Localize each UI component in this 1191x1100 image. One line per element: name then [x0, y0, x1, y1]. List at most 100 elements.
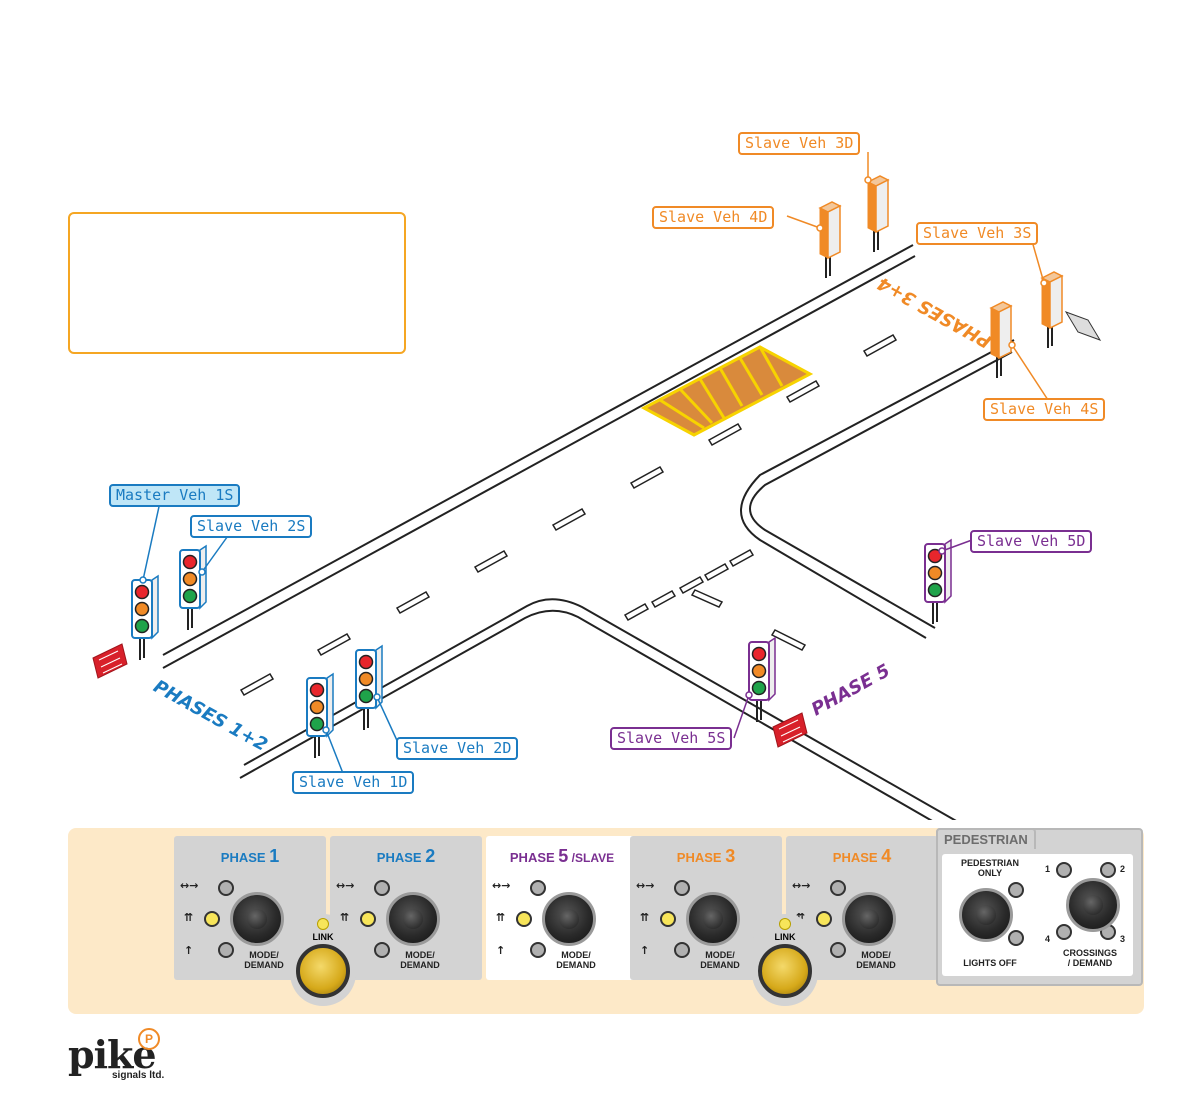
- mode-led-2: [516, 911, 532, 927]
- signal-lamp: [358, 671, 374, 687]
- both-ways-arrow-icon: ↔→: [792, 879, 811, 892]
- label-slave-veh-1d: Slave Veh 1D: [292, 771, 415, 794]
- mode-led-3: [374, 942, 390, 958]
- double-up-arrow-icon: ⇈: [496, 911, 506, 924]
- crossing-2-number: 2: [1120, 864, 1126, 874]
- both-ways-arrow-icon: ↔→: [336, 879, 355, 892]
- signal-slave-1d: [306, 672, 334, 758]
- signal-lamp: [182, 571, 198, 587]
- pike-logo: pike P signals ltd.: [68, 1028, 164, 1081]
- crossings-knob[interactable]: [1066, 878, 1120, 932]
- signal-slave-5d: [924, 538, 952, 624]
- phase-title-prefix: PHASE: [509, 850, 559, 865]
- label-slave-veh-2d: Slave Veh 2D: [396, 737, 519, 760]
- signal-lamp: [309, 716, 325, 732]
- up-arrow-icon: ↑: [496, 944, 506, 957]
- signal-lamp: [182, 554, 198, 570]
- pedestrian-knob[interactable]: [959, 888, 1013, 942]
- pedestrian-only-label: PEDESTRIAN ONLY: [960, 858, 1019, 878]
- label-slave-veh-3d: Slave Veh 3D: [738, 132, 861, 155]
- up-arrow-icon: ↑: [640, 944, 650, 957]
- phase-title-prefix: PHASE: [376, 850, 426, 865]
- mode-demand-label: MODE/ DEMAND: [244, 950, 284, 970]
- link-button-2[interactable]: [758, 944, 812, 998]
- mode-led-2: [204, 911, 220, 927]
- label-slave-veh-5d: Slave Veh 5D: [970, 530, 1093, 553]
- phase-5-panel: PHASE 5 /SLAVE↔→⇈↑MODE/ DEMAND: [486, 836, 638, 980]
- signal-lamp: [309, 682, 325, 698]
- crossing-4-number: 4: [1045, 934, 1051, 944]
- pedestrian-tab: PEDESTRIAN: [936, 828, 1036, 849]
- detector-4s: [989, 301, 1013, 378]
- link-button-1[interactable]: [296, 944, 350, 998]
- signal-slave-2d: [355, 644, 383, 730]
- double-up-arrow-icon: ⇈: [340, 911, 350, 924]
- logo-subtitle: signals ltd.: [112, 1070, 165, 1081]
- phase-title-number: 1: [269, 846, 280, 866]
- mode-led-1: [674, 880, 690, 896]
- phase-title-prefix: PHASE: [220, 850, 270, 865]
- phase-title-suffix: /SLAVE: [568, 851, 615, 865]
- crossing-4-led: [1056, 924, 1072, 940]
- pedestrian-section: PEDESTRIAN PEDESTRIAN ONLY LIGHTS OFF 1 …: [936, 828, 1143, 986]
- label-slave-veh-3s: Slave Veh 3S: [916, 222, 1039, 245]
- label-slave-veh-4s: Slave Veh 4S: [983, 398, 1106, 421]
- crossings-demand-label: CROSSINGS / DEMAND: [1062, 948, 1117, 968]
- signal-lamp: [134, 601, 150, 617]
- phase-1-title: PHASE 1: [174, 846, 326, 867]
- signal-lamp: [134, 584, 150, 600]
- info-box: [68, 212, 406, 354]
- mode-led-3: [674, 942, 690, 958]
- up-arrow-icon: ↑: [184, 944, 194, 957]
- mode-demand-knob[interactable]: [842, 892, 896, 946]
- signal-lamp: [309, 699, 325, 715]
- traffic-signals: [131, 175, 1064, 758]
- mode-led-3: [530, 942, 546, 958]
- phase-5-title: PHASE 5 /SLAVE: [486, 846, 638, 867]
- detector-3s: [1040, 271, 1064, 348]
- link-led-1: [317, 918, 329, 930]
- mode-demand-knob[interactable]: [386, 892, 440, 946]
- mode-demand-knob[interactable]: [230, 892, 284, 946]
- mode-led-1: [530, 880, 546, 896]
- grey-sign: [1064, 311, 1102, 341]
- phase-title-number: 3: [725, 846, 736, 866]
- phase-4-title: PHASE 4: [786, 846, 938, 867]
- mode-demand-label: MODE/ DEMAND: [700, 950, 740, 970]
- phase-2-panel: PHASE 2↔→⇈↑MODE/ DEMAND: [330, 836, 482, 980]
- both-ways-arrow-icon: ↔→: [636, 879, 655, 892]
- phase-title-number: 5: [558, 846, 569, 866]
- mode-led-1: [830, 880, 846, 896]
- mode-demand-knob[interactable]: [686, 892, 740, 946]
- lane-dashes: [239, 333, 898, 697]
- link-led-2: [779, 918, 791, 930]
- link-label-2: LINK: [774, 932, 796, 942]
- link-label-1: LINK: [312, 932, 334, 942]
- detector-3d: [866, 175, 890, 252]
- pedestrian-controls: PEDESTRIAN ONLY LIGHTS OFF 1 2 4 3 CROSS…: [942, 854, 1133, 976]
- mode-demand-label: MODE/ DEMAND: [400, 950, 440, 970]
- logo-mark: P: [138, 1028, 160, 1050]
- phase-3-title: PHASE 3: [630, 846, 782, 867]
- control-panel: PHASE 1 ↔→ ⇈ ↑ MODE/ DEMAND PHASE 2 ↔→ ⇈ ↑ MODE/ …: [68, 828, 1144, 1014]
- mode-demand-label: MODE/ DEMAND: [856, 950, 896, 970]
- road-edges: [162, 244, 1015, 820]
- crossing-1-led: [1056, 862, 1072, 878]
- mode-led-2: [816, 911, 832, 927]
- signal-lamp: [358, 688, 374, 704]
- signal-master-1s: [131, 574, 159, 660]
- mode-demand-knob[interactable]: [542, 892, 596, 946]
- lights-off-led: [1008, 930, 1024, 946]
- crossing-sign-left: [92, 643, 128, 679]
- mode-led-1: [218, 880, 234, 896]
- signal-lamp: [751, 646, 767, 662]
- crossing-3-number: 3: [1120, 934, 1126, 944]
- link-control-1-2: LINK: [290, 914, 356, 1006]
- label-master-veh-1s: Master Veh 1S: [109, 484, 241, 507]
- signal-lamp: [358, 654, 374, 670]
- label-slave-veh-5s: Slave Veh 5S: [610, 727, 733, 750]
- signal-lamp: [182, 588, 198, 604]
- double-up-arrow-icon: ⇈: [640, 911, 650, 924]
- yellow-box-junction: [640, 345, 814, 437]
- signal-slave-2s: [179, 544, 207, 630]
